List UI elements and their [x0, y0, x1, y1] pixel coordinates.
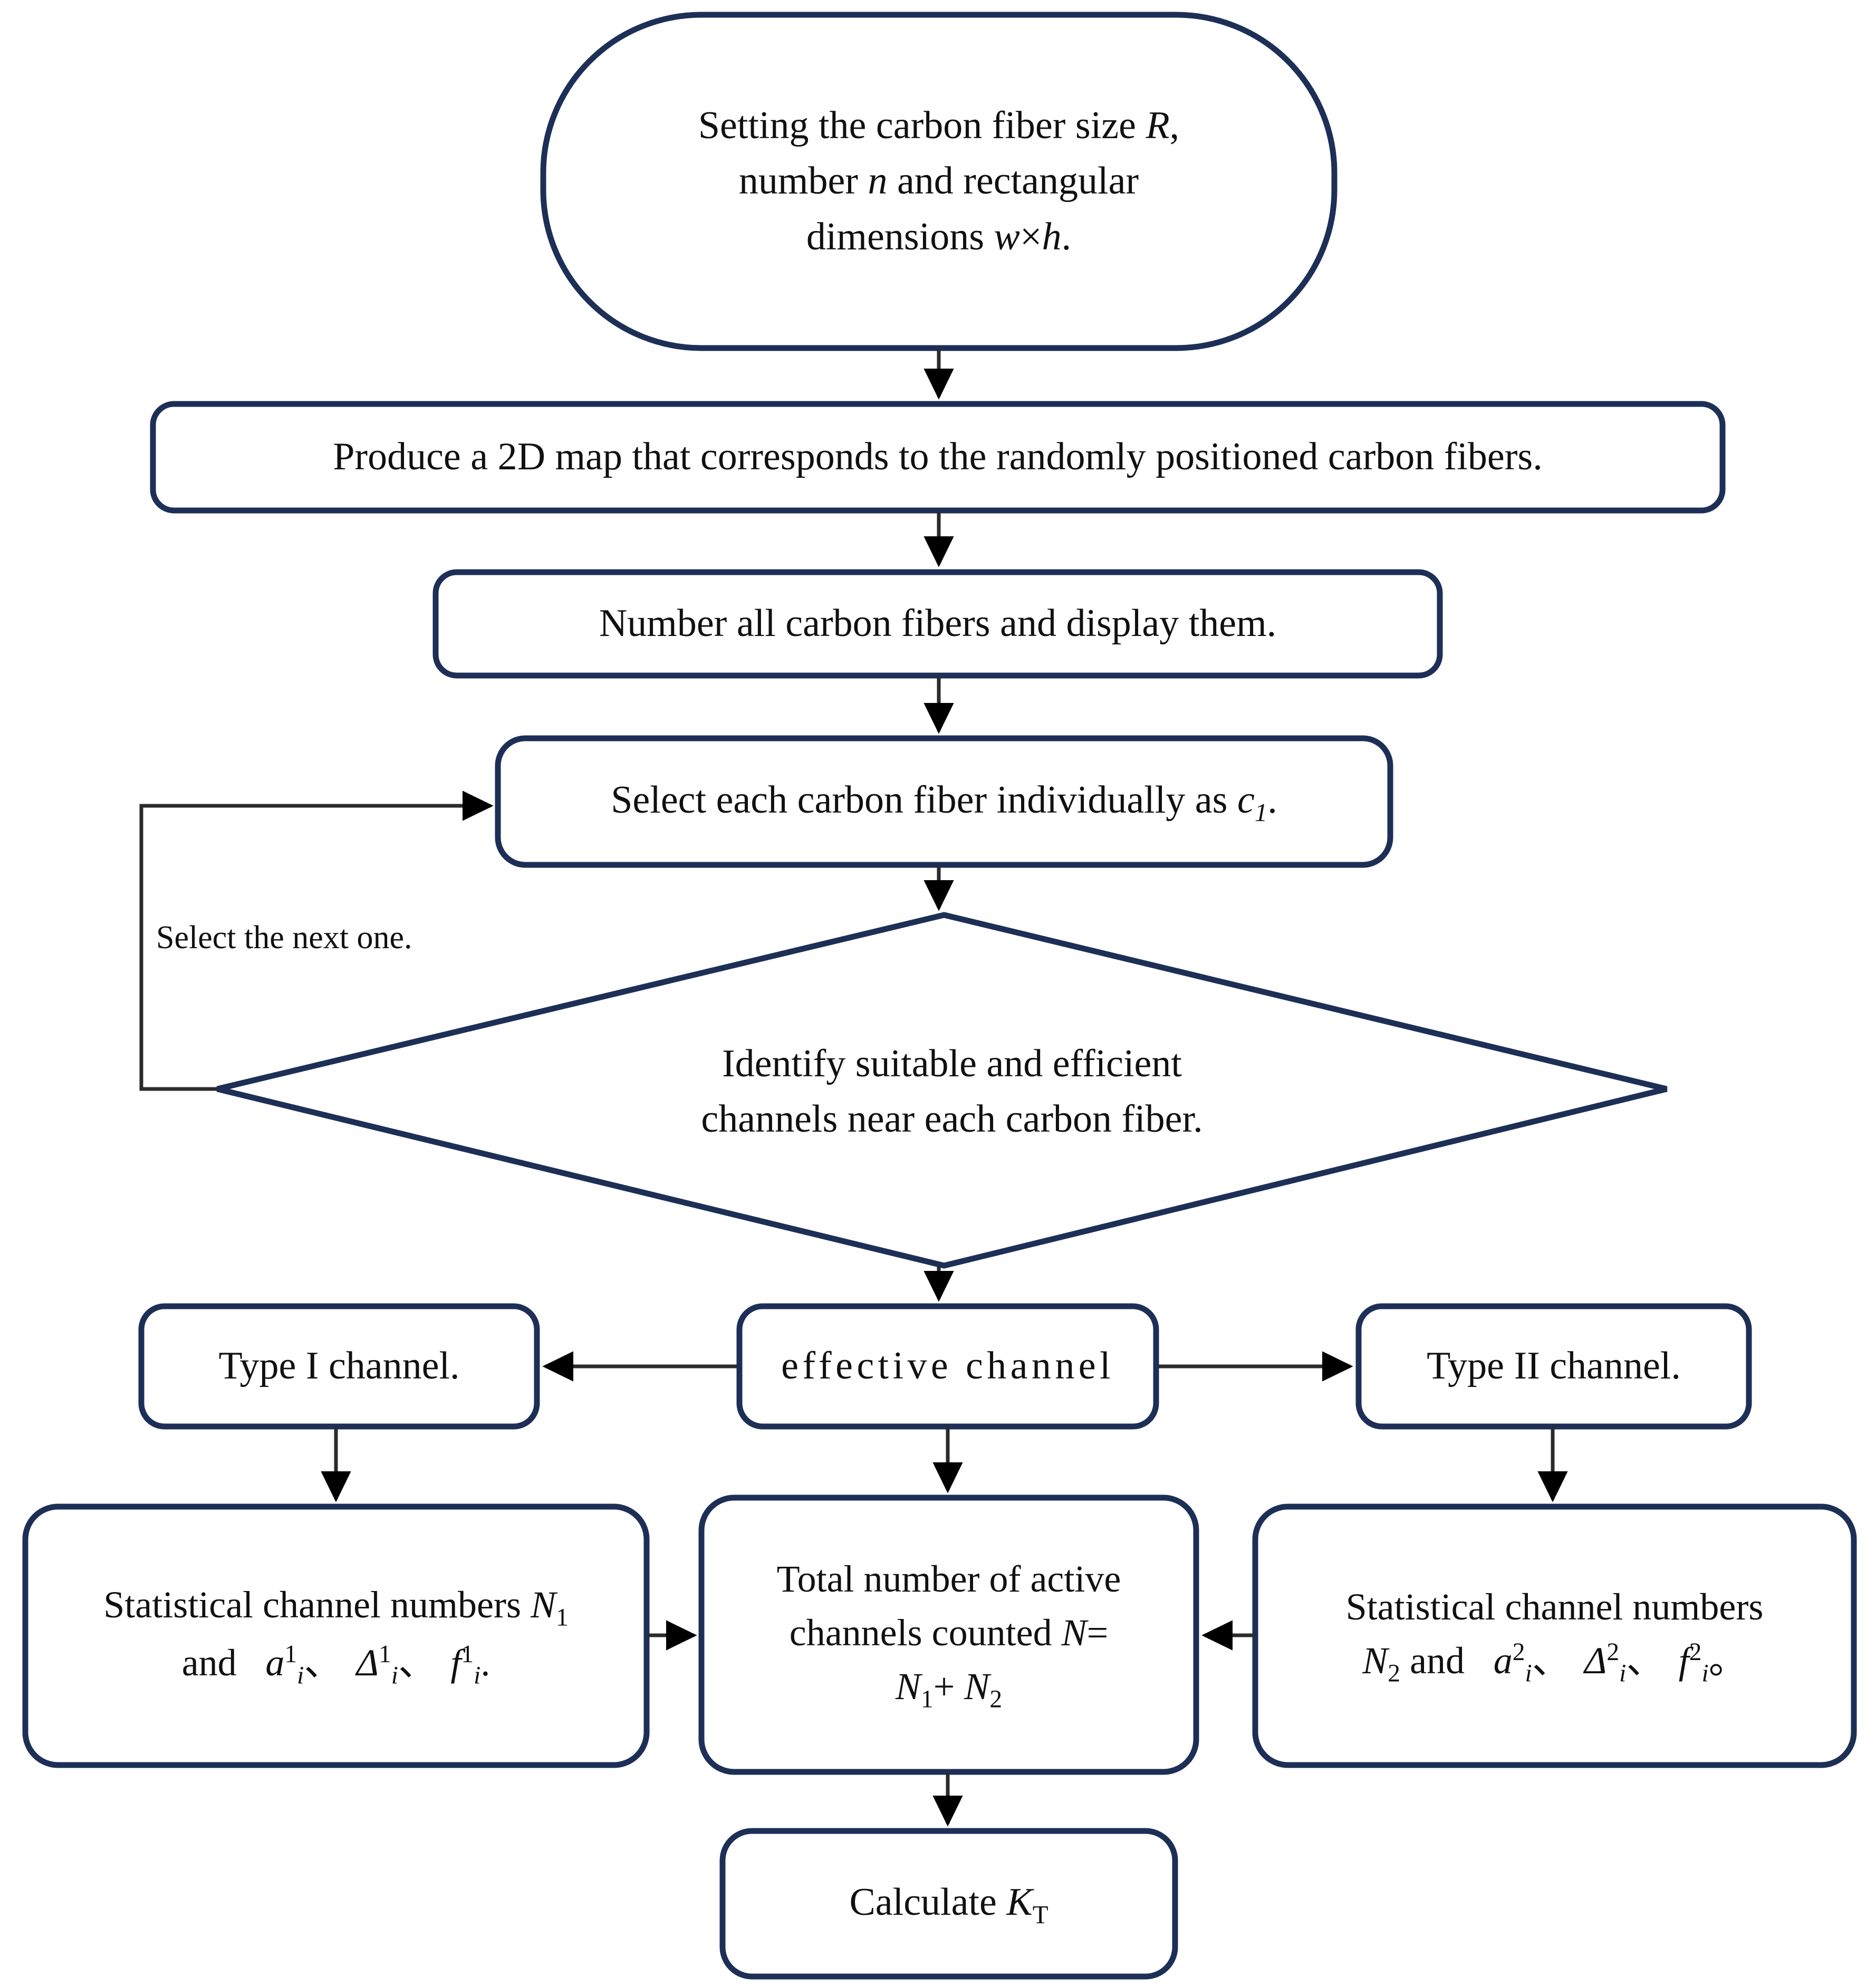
node-effective-channel-shape[interactable]	[736, 1303, 1159, 1430]
node-number-fibers-shape[interactable]	[432, 569, 1443, 679]
edge-label-select-next-one: Select the next one.	[156, 920, 412, 956]
node-type-i-shape[interactable]	[138, 1303, 540, 1430]
node-start-shape[interactable]	[540, 12, 1338, 351]
edge-loop-back	[139, 790, 494, 1091]
node-stats-n2-shape[interactable]	[1252, 1503, 1857, 1768]
node-calculate-kt-shape[interactable]	[719, 1828, 1178, 1980]
node-type-ii-shape[interactable]	[1355, 1303, 1752, 1430]
node-stats-n1-shape[interactable]	[22, 1503, 650, 1768]
node-total-n-shape[interactable]	[698, 1495, 1199, 1775]
node-select-fiber-shape[interactable]	[495, 735, 1393, 868]
node-produce-map-shape[interactable]	[150, 401, 1726, 514]
node-identify-channels-shape[interactable]	[216, 912, 1668, 1269]
